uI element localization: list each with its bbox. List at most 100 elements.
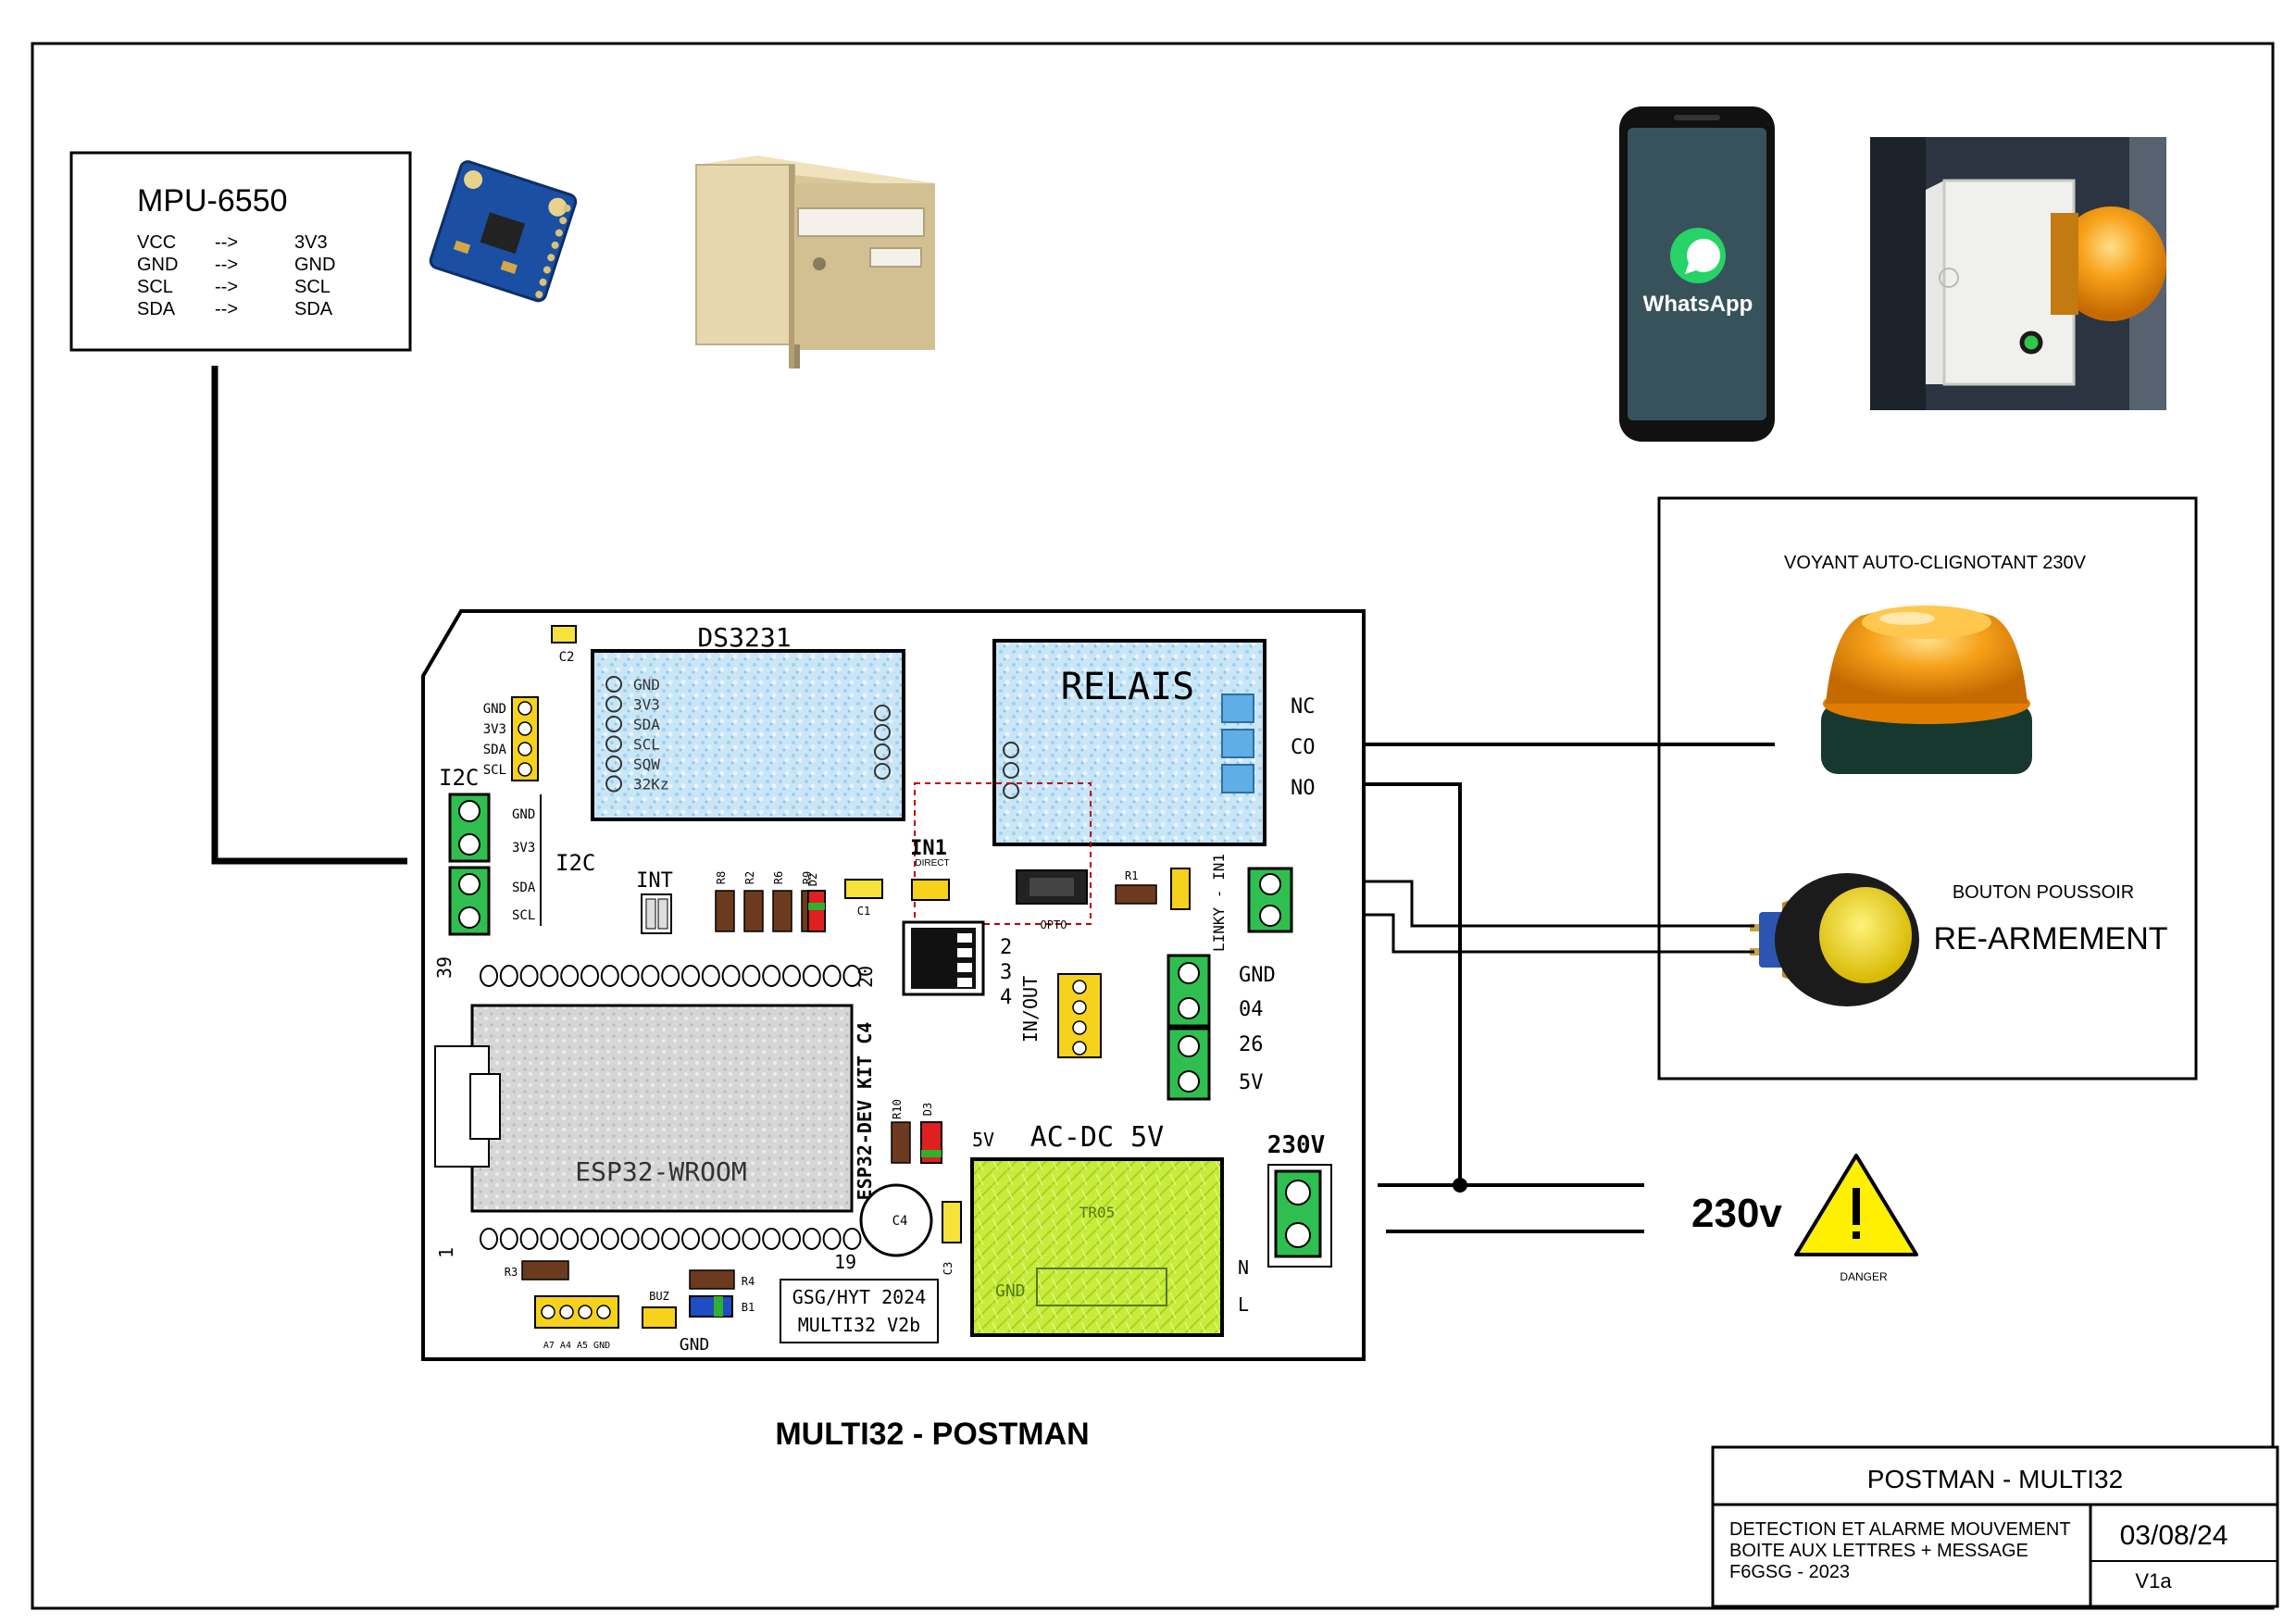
c4-label: C4 <box>892 1214 908 1229</box>
rtc-pin-label: 3V3 <box>633 696 660 714</box>
header-pin <box>540 965 559 987</box>
l-label: L <box>1238 1293 1249 1316</box>
header-pin <box>620 1228 640 1250</box>
dip-number-label: 4 <box>1000 986 1012 1009</box>
title-block-title: POSTMAN - MULTI32 <box>1867 1465 2123 1493</box>
rtc-pin-hole <box>605 676 622 693</box>
opto-label: OPTO <box>1041 918 1067 931</box>
i2c-terminal-pin-label: GND <box>512 807 535 822</box>
n-label: N <box>1238 1256 1249 1279</box>
mpu-pin-to: GND <box>294 255 335 275</box>
r4-label: R4 <box>742 1275 755 1288</box>
header-pin <box>742 965 761 987</box>
button-title: BOUTON POUSSOIR <box>1953 882 2134 903</box>
mpu-box: MPU-6550 VCC-->3V3GND-->GNDSCL-->SCLSDA-… <box>69 151 412 352</box>
relay-terminal-nc: NC <box>1291 695 1316 718</box>
inout-label: IN/OUT <box>1019 976 1042 1043</box>
header-pin <box>681 1228 700 1250</box>
header-pin <box>580 965 599 987</box>
rtc-pin-label: SDA <box>633 716 660 733</box>
sheet-frame <box>31 42 2275 1610</box>
mpu-pin-arrow: --> <box>215 277 238 297</box>
title-block-desc3: F6GSG - 2023 <box>1729 1562 1850 1582</box>
i2c-terminal-pin-label: 3V3 <box>512 841 535 856</box>
mpu-pin-to: SCL <box>294 277 331 297</box>
v230-label: 230V <box>1267 1131 1326 1159</box>
i2c-left-label: I2C <box>439 765 479 791</box>
c4-cap <box>859 1183 933 1257</box>
header-pin <box>762 965 781 987</box>
junction-dot <box>1453 1178 1467 1193</box>
signature-box <box>780 1279 939 1343</box>
gpio-terminal-label: 04 <box>1239 998 1264 1021</box>
buz-label: BUZ <box>649 1290 669 1303</box>
esp32-module <box>470 1004 854 1213</box>
i2c-mid-label: I2C <box>555 850 595 876</box>
resistor-label: R2 <box>743 871 756 884</box>
resistor <box>743 890 764 932</box>
rtc-label: DS3231 <box>697 622 791 653</box>
board-caption: MULTI32 - POSTMAN <box>775 1417 1089 1452</box>
resistor-label: R8 <box>715 871 728 884</box>
five-v-label: 5V <box>972 1129 994 1151</box>
mpu-title: MPU-6550 <box>137 183 288 219</box>
beacon-title: VOYANT AUTO-CLIGNOTANT 230V <box>1784 553 2087 573</box>
mpu-pin-arrow: --> <box>215 232 238 253</box>
rtc-pin-label: 32Kz <box>633 776 669 793</box>
resistor <box>772 890 792 932</box>
header-pin <box>641 965 660 987</box>
int-label: INT <box>636 869 673 893</box>
dip-number-label: 2 <box>1000 936 1012 959</box>
header-pin <box>620 965 640 987</box>
mpu-pin-from: VCC <box>137 232 176 253</box>
header-pin <box>742 1228 761 1250</box>
relay-label: RELAIS <box>1061 666 1195 708</box>
header-pin <box>782 1228 801 1250</box>
header-pin <box>661 1228 680 1250</box>
c3-label: C3 <box>942 1262 955 1275</box>
header-pin <box>721 1228 741 1250</box>
relay-terminal-no: NO <box>1291 777 1316 800</box>
rtc-pin-hole <box>605 756 622 772</box>
header-pin <box>822 965 842 987</box>
header-pin <box>600 965 619 987</box>
c1-cap <box>844 879 883 899</box>
beacon-box-photo <box>1870 137 2166 410</box>
i2c-terminal-pin-label: SCL <box>512 908 535 923</box>
acdc-label: AC-DC 5V <box>1030 1121 1165 1154</box>
header-pin <box>519 965 539 987</box>
header-pin <box>661 965 680 987</box>
d3-label: D3 <box>921 1103 934 1116</box>
pin1-label: 1 <box>435 1247 457 1258</box>
header-pin <box>499 965 518 987</box>
i2c-terminal-pin-label: SDA <box>512 881 536 895</box>
r3-label: R3 <box>505 1266 518 1279</box>
header-pin <box>519 1228 539 1250</box>
i2c-header-pin-label: SCL <box>483 763 506 778</box>
header-pin <box>560 965 580 987</box>
danger-label: DANGER <box>1840 1270 1888 1283</box>
mpu-pin-to: 3V3 <box>294 232 328 253</box>
title-block-desc1: DETECTION ET ALARME MOUVEMENT <box>1729 1519 2071 1540</box>
header-pin <box>842 1228 862 1250</box>
rtc-pin-label: SCL <box>633 736 660 754</box>
pin20-label: 20 <box>855 966 877 988</box>
signature-line1: GSG/HYT 2024 <box>792 1286 927 1308</box>
header-pin <box>560 1228 580 1250</box>
wire-no-to-mains <box>1329 782 1462 1185</box>
rtc-pin-hole <box>605 695 622 713</box>
header-pin <box>802 965 821 987</box>
danger-sign <box>1794 1154 1918 1256</box>
i2c-header-pin-label: GND <box>483 702 506 717</box>
resistor-label: R9 <box>801 871 814 884</box>
mpu-pin-to: SDA <box>294 299 333 319</box>
beacon-lamp <box>1821 606 2032 774</box>
bottom-pins-label: A7 A4 A5 GND <box>543 1341 610 1351</box>
title-block-version: V1a <box>2135 1569 2172 1593</box>
header-pin <box>641 1228 660 1250</box>
pin39-label: 39 <box>433 956 455 979</box>
header-pin <box>540 1228 559 1250</box>
header-pin <box>681 965 700 987</box>
